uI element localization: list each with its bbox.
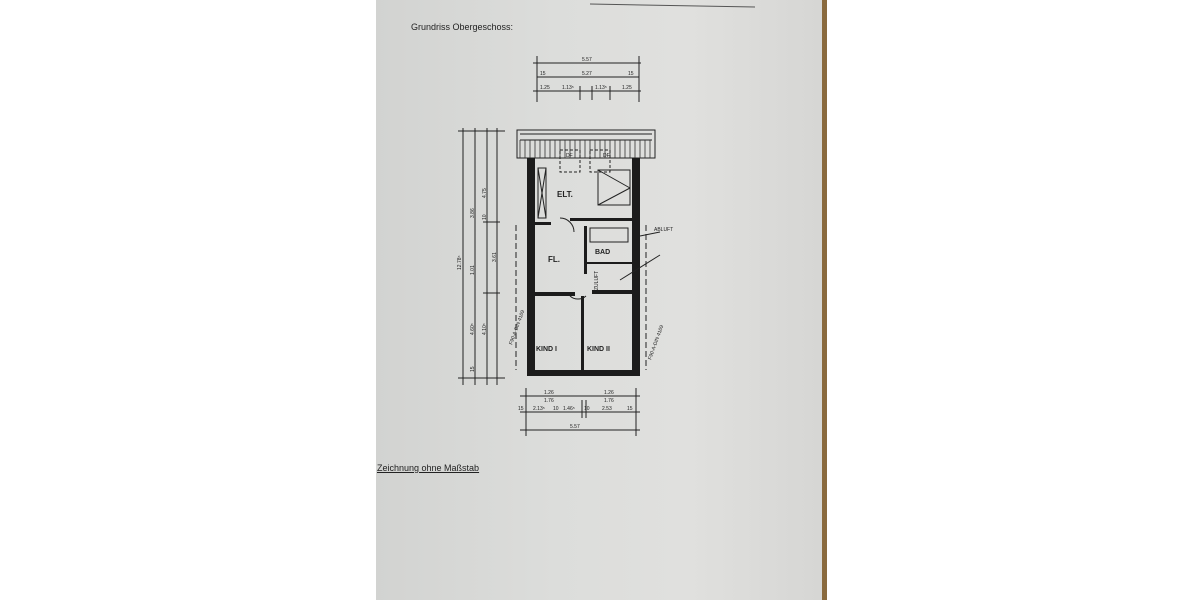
skylight-label-1: DF	[566, 153, 573, 159]
dim-bottom-upper: 1.26	[544, 390, 554, 396]
dim-bottom-total: 5.57	[570, 424, 580, 430]
dim-bottom-upper: 1.26	[604, 390, 614, 396]
dim-bottom-mid: 1.76	[604, 398, 614, 404]
dim-top-seg: 1.13⁵	[562, 85, 574, 91]
scale-note: Zeichnung ohne Maßstab	[377, 463, 480, 473]
top-rule	[589, 3, 756, 8]
dim-top-edge-left: 15	[540, 71, 546, 77]
dim-left-part: 4.10⁵	[482, 323, 488, 335]
fire-wall-left-label: F90-A-DIN 4109	[508, 309, 526, 345]
dim-top-seg: 1.13⁵	[595, 85, 607, 91]
exhaust-label: ABLUFT	[654, 227, 673, 233]
dim-bottom-mid: 1.76	[544, 398, 554, 404]
dim-top-inner: 5.27	[582, 71, 592, 77]
room-label-child2: KIND II	[587, 346, 610, 353]
dim-bottom-seg: 10	[584, 406, 590, 412]
dim-bottom-seg: 10	[553, 406, 559, 412]
dim-top-seg: 1.25	[622, 85, 632, 91]
dim-left-part: 4.75	[482, 188, 488, 198]
fire-wall-right-label: F90-A-DIN 4109	[647, 324, 665, 360]
dim-bottom-seg: 2.13⁵	[533, 406, 545, 412]
dim-bottom-seg: 2.53	[602, 406, 612, 412]
table-edge	[822, 0, 827, 600]
dim-bottom-seg: 15	[627, 406, 633, 412]
dim-bottom-seg: 1.46⁵	[563, 406, 575, 412]
dim-left-part: 1.01	[470, 265, 476, 275]
dim-bottom-seg: 15	[518, 406, 524, 412]
dim-left-part: 3.86	[470, 208, 476, 218]
dim-top-edge-right: 15	[628, 71, 634, 77]
dim-left-total: 12.78⁵	[457, 255, 463, 270]
room-label-bath: BAD	[595, 249, 610, 256]
dim-left-part: 15	[470, 366, 476, 372]
dim-left-part: 4.60⁵	[470, 323, 476, 335]
room-label-child1: KIND I	[536, 346, 557, 353]
document-page	[376, 0, 822, 600]
room-label-hall: FL.	[548, 255, 560, 264]
dim-left-part: 10	[482, 214, 488, 220]
room-label-parents: ELT.	[557, 190, 573, 199]
supply-label: ZULUFT	[594, 271, 600, 290]
dim-top-seg: 1.25	[540, 85, 550, 91]
page-title: Grundriss Obergeschoss:	[411, 22, 514, 32]
dim-top-total: 5.57	[582, 57, 592, 63]
skylight-label-2: DF	[603, 153, 610, 159]
dim-left-part: 3.61	[492, 252, 498, 262]
